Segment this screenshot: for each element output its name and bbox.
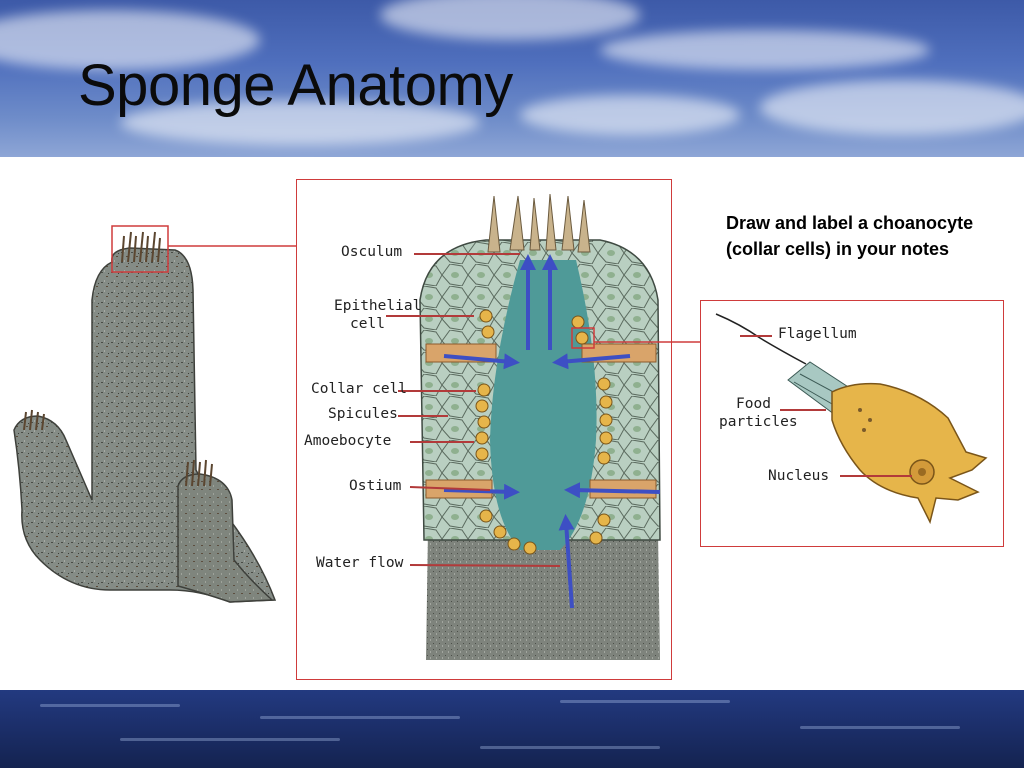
label-osculum: Osculum bbox=[341, 244, 403, 260]
label-collar-cell: Collar cell bbox=[311, 381, 408, 397]
detail-highlight-box bbox=[111, 225, 169, 273]
instruction-note: Draw and label a choanocyte (collar cell… bbox=[726, 213, 974, 259]
label-flagellum: Flagellum bbox=[778, 326, 857, 342]
label-water-flow: Water flow bbox=[316, 555, 404, 571]
label-leader-lines bbox=[386, 253, 561, 567]
label-ostium: Ostium bbox=[349, 478, 402, 494]
sky-header-background bbox=[0, 0, 1024, 157]
water-flow-arrows bbox=[443, 254, 661, 609]
osculum-bristles-left bbox=[23, 409, 45, 431]
label-nucleus: Nucleus bbox=[768, 468, 830, 484]
spongocoel-cavity bbox=[490, 260, 597, 550]
choanocyte-leader-lines bbox=[740, 335, 912, 477]
sponge-stalk bbox=[426, 530, 660, 660]
sea-footer-background bbox=[0, 690, 1024, 768]
label-amoebocyte: Amoebocyte bbox=[304, 433, 392, 449]
label-food: Food bbox=[736, 396, 771, 412]
osculum-bristles-top bbox=[121, 231, 161, 263]
osculum-bristles-right bbox=[185, 459, 213, 487]
food-particles bbox=[858, 408, 872, 432]
label-epithelial: Epithelial bbox=[334, 298, 422, 314]
osculum-spicules bbox=[487, 193, 591, 253]
slide-title: Sponge Anatomy bbox=[78, 53, 513, 118]
collar-cell-highlight bbox=[571, 327, 595, 349]
label-epithelial-cell: cell bbox=[350, 316, 385, 332]
flagellum bbox=[715, 313, 807, 365]
choanocyte-cell-body bbox=[831, 382, 988, 525]
label-food-particles: particles bbox=[719, 414, 798, 430]
label-spicules: Spicules bbox=[328, 406, 398, 422]
collar-cells bbox=[475, 309, 613, 555]
